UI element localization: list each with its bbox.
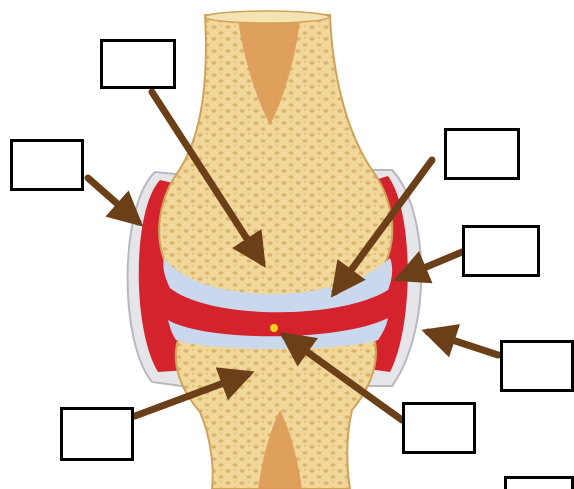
upper-bone-end [205,11,329,23]
label-box-capsule-left[interactable] [10,139,84,191]
label-box-extra[interactable] [504,476,574,489]
label-box-upper-bone[interactable] [100,39,176,89]
label-box-capsule-right[interactable] [500,340,574,392]
label-box-lower-bone[interactable] [60,407,134,461]
label-box-synovial-fluid[interactable] [402,402,476,454]
arrow-capsule-left [88,178,138,222]
synovial-fluid-dot [270,324,278,332]
label-box-articular-cartilage[interactable] [444,128,520,180]
label-box-synovial-membrane[interactable] [462,225,540,277]
arrow-capsule-right [428,332,498,355]
